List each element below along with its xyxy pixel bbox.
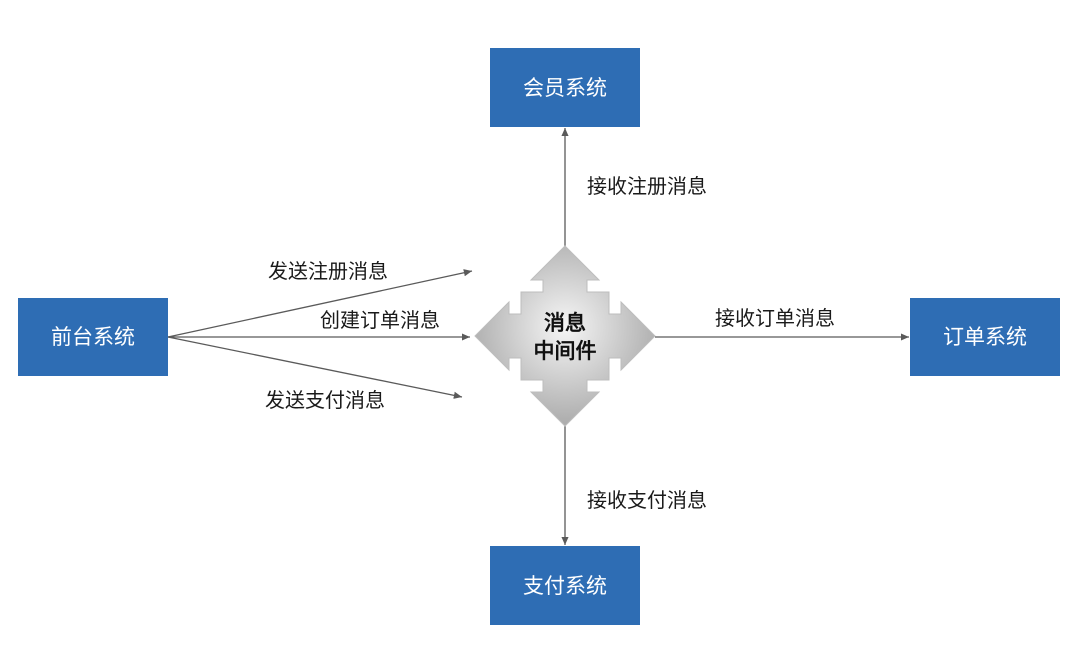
order-system-box xyxy=(910,298,1060,376)
payment-system-box xyxy=(490,546,640,625)
frontend-system-label: 前台系统 xyxy=(51,325,135,349)
message-middleware-label-line2: 中间件 xyxy=(534,339,597,363)
edge-label-create-order: 创建订单消息 xyxy=(320,308,440,332)
edge-label-send-register: 发送注册消息 xyxy=(268,259,388,283)
message-middleware-label-line1: 消息 xyxy=(544,311,586,335)
payment-system-label: 支付系统 xyxy=(523,574,607,598)
edge-label-send-payment: 发送支付消息 xyxy=(265,388,385,412)
edge-label-receive-order: 接收订单消息 xyxy=(715,306,835,330)
four-way-arrow-icon xyxy=(474,245,656,427)
edge-label-receive-register: 接收注册消息 xyxy=(587,174,707,198)
edge-send-payment-line xyxy=(167,336,463,399)
edge-send-register-line xyxy=(167,269,473,338)
node-message-middleware: 消息 中间件 xyxy=(474,245,656,427)
node-frontend-system: 前台系统 xyxy=(18,298,168,376)
node-member-system: 会员系统 xyxy=(490,48,640,127)
order-system-label: 订单系统 xyxy=(943,325,1027,349)
frontend-system-box xyxy=(18,298,168,376)
member-system-label: 会员系统 xyxy=(523,76,607,100)
edge-label-receive-payment: 接收支付消息 xyxy=(587,488,707,512)
member-system-box xyxy=(490,48,640,127)
node-payment-system: 支付系统 xyxy=(490,546,640,625)
node-order-system: 订单系统 xyxy=(910,298,1060,376)
